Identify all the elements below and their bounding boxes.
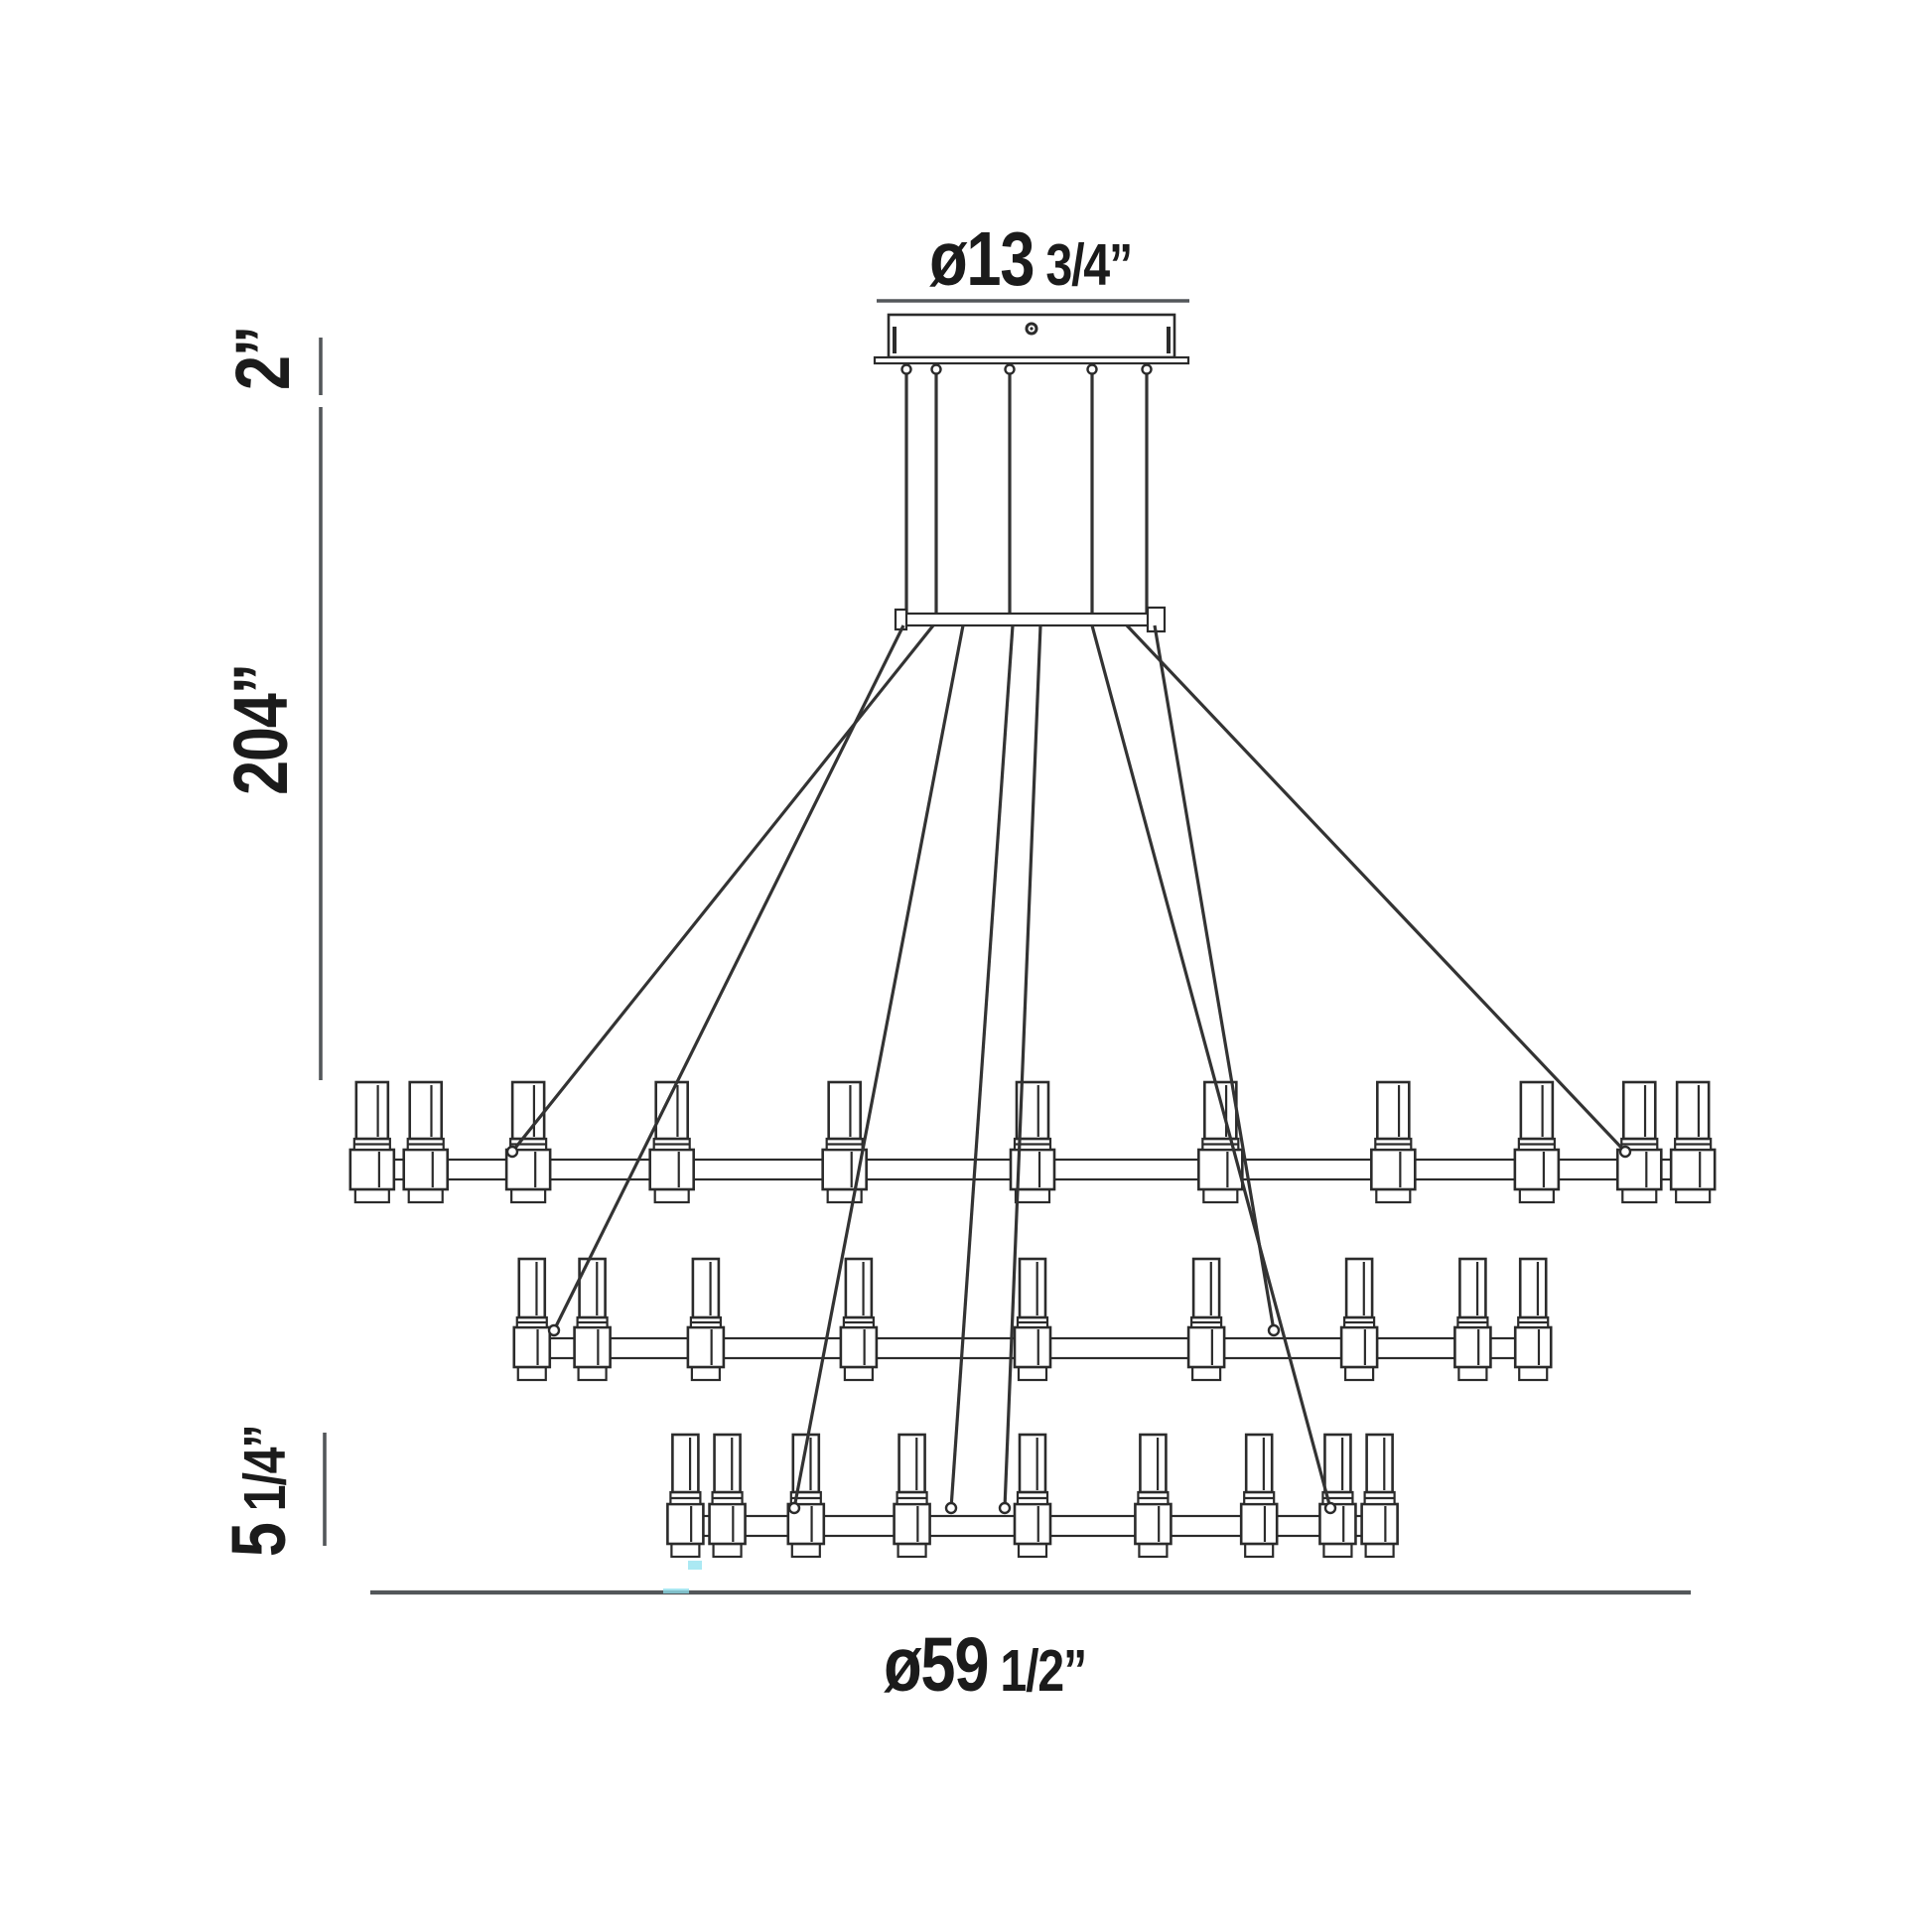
ceiling-canopy — [873, 313, 1190, 616]
canopy-diameter-value: ø13 — [929, 215, 1034, 301]
fixture-diameter-fraction: 1/2” — [988, 1639, 1086, 1705]
tier-height-label: 5 1/4” — [215, 1426, 301, 1558]
suspension-length-label: 204” — [217, 664, 303, 795]
fixture-diameter-value: ø59 — [884, 1621, 988, 1707]
suspension-cables — [505, 623, 1632, 1515]
suspension-hub — [894, 606, 1167, 633]
dimension-labels: ø13 3/4” 2” 204” 5 1/4” ø59 1/2” — [215, 215, 1133, 1707]
dimension-lines — [319, 299, 1691, 1595]
chandelier-tiers — [348, 1080, 1717, 1559]
canopy-diameter-fraction: 3/4” — [1034, 233, 1132, 299]
canopy-height-label: 2” — [219, 327, 305, 390]
fixture-diameter-label: ø59 1/2” — [884, 1621, 1086, 1707]
canopy-diameter-label: ø13 3/4” — [929, 215, 1132, 301]
tier-height-fraction: 1/4” — [233, 1426, 299, 1524]
tier-height-value: 5 — [215, 1523, 301, 1557]
scan-artifacts — [663, 1561, 702, 1593]
